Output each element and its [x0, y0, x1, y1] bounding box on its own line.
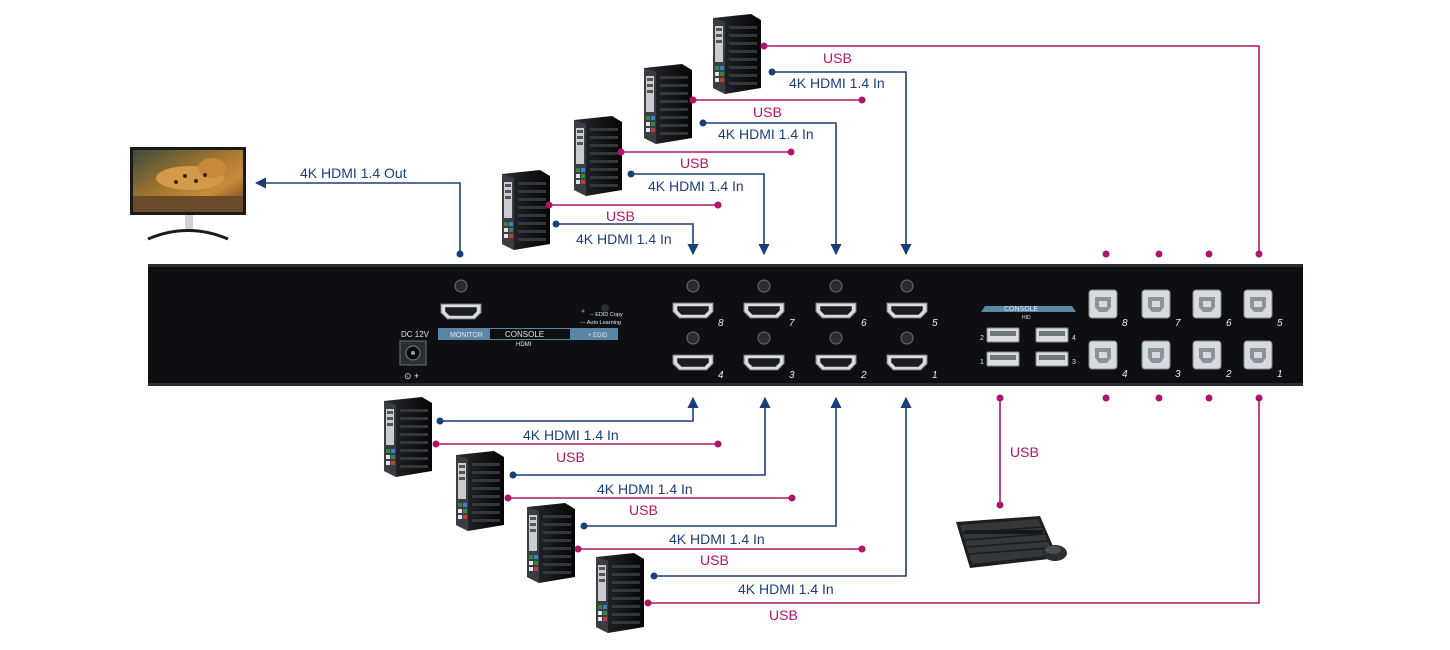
usb-label: USB — [680, 155, 709, 171]
svg-text:3: 3 — [1072, 359, 1076, 366]
hdmi-monitor-out-port — [440, 303, 482, 320]
svg-text:2: 2 — [860, 370, 867, 381]
svg-text:6: 6 — [861, 318, 867, 329]
hdmi-in-label: 4K HDMI 1.4 In — [789, 75, 885, 91]
svg-text:1: 1 — [1277, 369, 1283, 380]
svg-text:7: 7 — [789, 318, 795, 329]
usb-console-connector — [996, 394, 1004, 509]
computer-tower-icon — [713, 14, 761, 94]
usb-label: USB — [606, 208, 635, 224]
hdmi-input-ports-top: 8 7 6 5 — [672, 279, 938, 329]
hdmi-out-label: 4K HDMI 1.4 Out — [300, 165, 407, 181]
usb-label: USB — [823, 50, 852, 66]
svg-text:3: 3 — [1175, 369, 1181, 380]
dc-power-jack: DC 12V ⊙ + — [399, 330, 430, 381]
svg-text:⊙ +: ⊙ + — [404, 371, 419, 381]
computer-tower-icon — [456, 451, 504, 531]
svg-text:-- EDID Copy: -- EDID Copy — [590, 312, 623, 318]
svg-text:4: 4 — [718, 370, 724, 381]
svg-text:1: 1 — [932, 370, 938, 381]
svg-text:CONSOLE: CONSOLE — [505, 330, 544, 339]
hdmi-in-label: 4K HDMI 1.4 In — [648, 178, 744, 194]
usb-label: USB — [629, 502, 658, 518]
kvm-back-panel: DC 12V ⊙ + MONITOR CONSOLE + EDID HDMI -… — [148, 264, 1303, 386]
usb-console-label: USB — [1010, 444, 1039, 460]
usb-label: USB — [753, 104, 782, 120]
usb-label: USB — [556, 449, 585, 465]
svg-text:2: 2 — [1225, 369, 1232, 380]
svg-text:MONITOR: MONITOR — [450, 332, 483, 339]
svg-text:3: 3 — [789, 370, 795, 381]
hdmi-in-label: 4K HDMI 1.4 In — [718, 126, 814, 142]
computer-tower-icon — [384, 397, 432, 477]
svg-text:5: 5 — [932, 318, 938, 329]
svg-text:4: 4 — [1072, 335, 1076, 342]
usb-label: USB — [700, 552, 729, 568]
svg-text:--- Auto Learning: --- Auto Learning — [580, 320, 621, 326]
usb-connector-top — [545, 42, 1263, 258]
console-hdmi-strip: MONITOR CONSOLE + EDID HDMI — [438, 328, 618, 348]
computer-tower-icon — [596, 553, 644, 633]
svg-text:DC 12V: DC 12V — [401, 330, 430, 339]
svg-text:1: 1 — [980, 359, 984, 366]
computer-tower-icon — [502, 170, 550, 250]
keyboard-mouse-icon — [956, 516, 1067, 568]
hdmi-input-ports-bottom: 4 3 2 1 — [672, 331, 938, 381]
computer-tower-icon — [527, 503, 575, 583]
hdmi-in-label: 4K HDMI 1.4 In — [597, 481, 693, 497]
hdmi-in-connector-top — [552, 68, 912, 256]
hdmi-in-connector-bottom — [436, 396, 912, 580]
hdmi-in-label: 4K HDMI 1.4 In — [738, 581, 834, 597]
svg-text:CONSOLE: CONSOLE — [1004, 306, 1039, 313]
svg-text:+ EDID: + EDID — [588, 333, 608, 339]
svg-text:HDMI: HDMI — [516, 342, 532, 348]
svg-text:8: 8 — [718, 318, 724, 329]
svg-text:7: 7 — [1175, 318, 1181, 329]
svg-text:8: 8 — [1122, 318, 1128, 329]
usb-label: USB — [769, 607, 798, 623]
svg-text:HID: HID — [1022, 315, 1031, 321]
hdmi-in-label: 4K HDMI 1.4 In — [523, 427, 619, 443]
console-hid-ports: CONSOLE HID 2 1 4 3 — [980, 306, 1076, 367]
hdmi-in-label: 4K HDMI 1.4 In — [576, 231, 672, 247]
svg-text:4: 4 — [1122, 369, 1128, 380]
svg-text:5: 5 — [1277, 318, 1283, 329]
usb-connector-bottom — [432, 394, 1263, 607]
usb-b-ports-top: 8 7 6 5 — [1088, 289, 1283, 329]
computer-tower-icon — [644, 64, 692, 144]
svg-text:6: 6 — [1226, 318, 1232, 329]
hdmi-out-connector — [254, 177, 464, 258]
svg-text:2: 2 — [980, 335, 984, 342]
usb-b-ports-bottom: 4 3 2 1 — [1088, 340, 1283, 380]
computer-tower-icon — [574, 116, 622, 196]
monitor-icon — [130, 147, 246, 241]
hdmi-in-label: 4K HDMI 1.4 In — [669, 531, 765, 547]
